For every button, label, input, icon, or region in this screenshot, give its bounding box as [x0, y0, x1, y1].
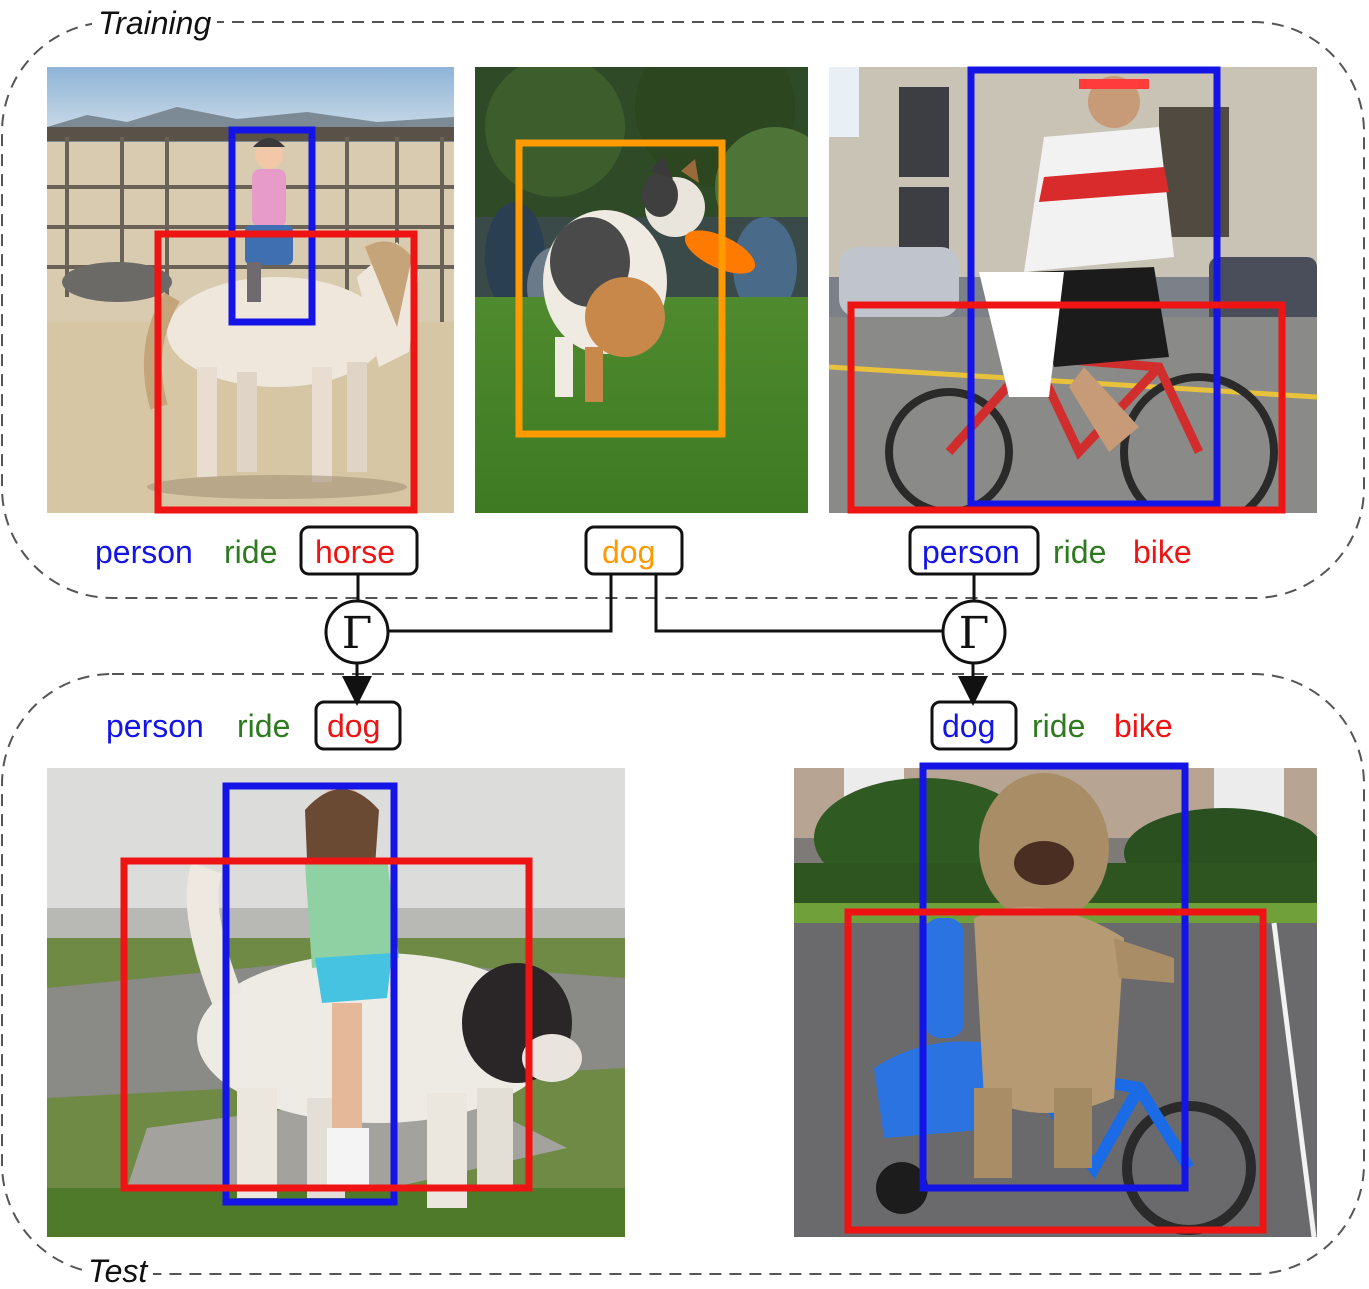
test1-object: dog: [327, 706, 380, 746]
train3-subject: person: [922, 532, 1020, 572]
train1-object: horse: [315, 532, 395, 572]
test1-subject: person: [106, 706, 204, 746]
right-gamma-symbol: Γ: [959, 608, 990, 659]
left-gamma-symbol: Γ: [342, 608, 373, 659]
test2-object: bike: [1114, 706, 1173, 746]
dog-to-right-gamma-line: [656, 574, 944, 631]
cyclist-subject-box: [971, 70, 1217, 504]
train1-predicate: ride: [224, 532, 277, 572]
train2-object: dog: [602, 532, 655, 572]
dog-on-bike-object-box: [848, 912, 1263, 1230]
test2-subject: dog: [942, 706, 995, 746]
train3-predicate: ride: [1053, 532, 1106, 572]
horse-photo-subject-box: [232, 130, 312, 322]
training-title: Training: [92, 3, 217, 43]
girl-on-dog-subject-box: [226, 786, 394, 1202]
train1-subject: person: [95, 532, 193, 572]
test-title: Test: [82, 1251, 153, 1289]
test1-predicate: ride: [237, 706, 290, 746]
dog-on-bike-subject-box: [923, 766, 1185, 1188]
dog-to-left-gamma-line: [389, 574, 611, 631]
girl-on-dog-object-box: [124, 861, 529, 1188]
test2-predicate: ride: [1032, 706, 1085, 746]
train3-object: bike: [1133, 532, 1192, 572]
horse-photo-object-box: [158, 234, 414, 510]
dog-frisbee-object-box: [519, 143, 722, 434]
